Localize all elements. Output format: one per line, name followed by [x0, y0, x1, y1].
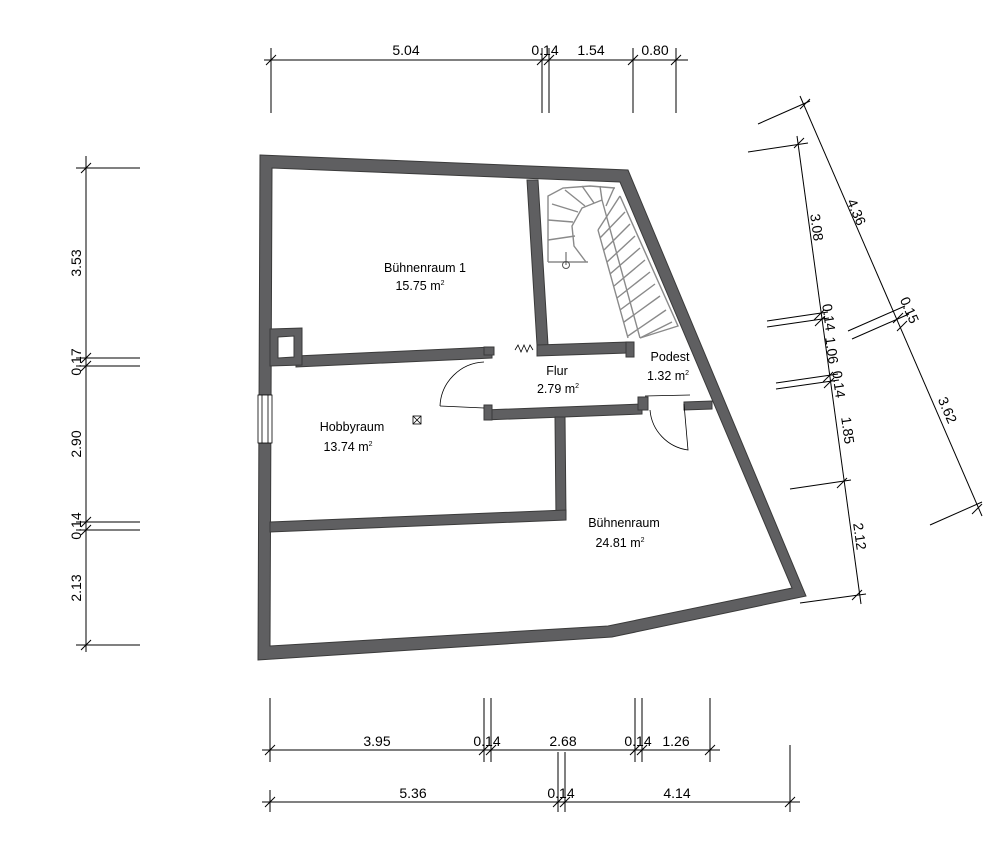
- floor-drain-icon: [412, 415, 422, 425]
- dimension-chain-left: 3.53 0.17 2.90 0.14 2.13: [68, 156, 140, 652]
- wall-flur-south-stub2: [637, 396, 649, 411]
- door-podest-buehnenraum: [649, 403, 689, 451]
- opening-symbol: [514, 343, 534, 354]
- dimension-chain-right-outer: 4.36 0.15 3.62: [757, 95, 983, 526]
- wall-flur-north: [536, 341, 629, 357]
- chimney-block: [269, 327, 303, 367]
- room-name-hobbyraum: Hobbyraum: [320, 420, 385, 434]
- wall-flur-north-stub: [625, 341, 635, 358]
- dim-left-3: 2.90: [68, 430, 84, 457]
- dim-left-2: 0.17: [68, 348, 84, 375]
- dim-top-3: 1.54: [577, 42, 604, 58]
- dimension-chain-bottom-2: 5.36 0.14 4.14: [262, 745, 800, 812]
- doors: [439, 343, 691, 451]
- wall-hobby-south: [269, 509, 567, 533]
- dim-right-inner-5: 1.85: [838, 416, 858, 445]
- dim-bottom2-2: 0.14: [547, 785, 574, 801]
- outer-wall: [257, 154, 807, 661]
- room-name-podest: Podest: [651, 350, 690, 364]
- room-name-flur: Flur: [546, 364, 568, 378]
- wall-hobby-east: [554, 416, 567, 519]
- dim-right-inner-1: 3.08: [807, 213, 827, 242]
- door-hobby-flur: [439, 361, 485, 407]
- dim-right-inner-4: 0.14: [829, 370, 849, 399]
- dimension-chain-bottom-1: 3.95 0.14 2.68 0.14 1.26: [262, 698, 720, 762]
- room-area-hobbyraum: 13.74 m2: [323, 440, 372, 454]
- wall-podest-south: [683, 400, 713, 411]
- walls: [257, 154, 807, 661]
- dim-top-2: 0.14: [531, 42, 558, 58]
- room-name-buehnenraum: Bühnenraum: [588, 516, 660, 530]
- dim-right-outer-1: 4.36: [844, 196, 870, 228]
- dim-right-inner-3: 1.06: [822, 336, 842, 365]
- room-area-buehnenraum1: 15.75 m2: [395, 279, 444, 293]
- staircase: [547, 185, 679, 339]
- dim-left-4: 0.14: [68, 512, 84, 539]
- dim-bottom1-1: 3.95: [363, 733, 390, 749]
- dimension-chain-right-inner: 3.08 0.14 1.06 0.14 1.85 2.12: [747, 135, 870, 605]
- dim-bottom1-4: 0.14: [624, 733, 651, 749]
- dim-right-outer-3: 3.62: [935, 394, 961, 426]
- room-area-buehnenraum: 24.81 m2: [595, 536, 644, 550]
- dim-bottom2-1: 5.36: [399, 785, 426, 801]
- dim-left-5: 2.13: [68, 574, 84, 601]
- wall-buehnenraum1-hobbyraum: [295, 346, 493, 368]
- dim-right-outer-2: 0.15: [897, 294, 923, 326]
- wall-stub-hobby: [483, 346, 495, 356]
- window-west: [257, 394, 273, 444]
- dim-right-inner-2: 0.14: [819, 303, 839, 332]
- dim-bottom2-3: 4.14: [663, 785, 690, 801]
- dim-left-1: 3.53: [68, 249, 84, 276]
- dim-right-inner-6: 2.12: [850, 522, 870, 551]
- dim-bottom1-3: 2.68: [549, 733, 576, 749]
- dim-top-4: 0.80: [641, 42, 668, 58]
- door-podest-flur: [644, 394, 691, 397]
- stair-wall: [526, 179, 549, 346]
- dim-top-1: 5.04: [392, 42, 419, 58]
- dimension-chain-top: 5.04 0.14 1.54 0.80: [264, 42, 688, 113]
- room-labels: Bühnenraum 1 15.75 m2 Flur 2.79 m2 Podes…: [320, 261, 690, 550]
- room-area-flur: 2.79 m2: [537, 382, 579, 396]
- room-name-buehnenraum1: Bühnenraum 1: [384, 261, 466, 275]
- dim-bottom1-5: 1.26: [662, 733, 689, 749]
- room-area-podest: 1.32 m2: [647, 369, 689, 383]
- wall-flur-south-stub1: [483, 404, 493, 421]
- dim-bottom1-2: 0.14: [473, 733, 500, 749]
